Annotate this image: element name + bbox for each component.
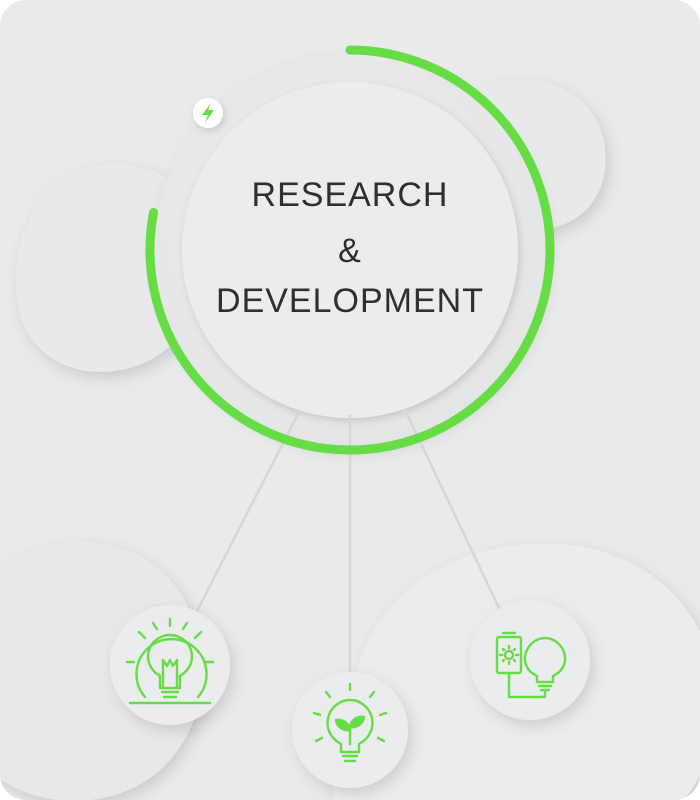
plant-bulb-node bbox=[292, 672, 408, 788]
plant-bulb-icon bbox=[312, 682, 388, 763]
connector-right bbox=[403, 409, 502, 611]
title-line-ampersand: & bbox=[338, 232, 362, 270]
title-line-research: RESEARCH bbox=[251, 176, 449, 214]
title-line-development: DEVELOPMENT bbox=[216, 282, 484, 320]
progress-ring bbox=[145, 45, 555, 455]
bulb-gear-node bbox=[110, 605, 230, 725]
bg-blob-bottom-left bbox=[0, 541, 203, 800]
lightning-badge bbox=[193, 98, 223, 128]
battery-bulb-icon bbox=[495, 631, 567, 699]
center-inner-circle bbox=[182, 82, 518, 418]
battery-bulb-node bbox=[470, 600, 590, 720]
lightning-icon bbox=[202, 103, 214, 123]
bulb-gear-icon bbox=[125, 617, 215, 705]
connector-left bbox=[193, 409, 302, 616]
